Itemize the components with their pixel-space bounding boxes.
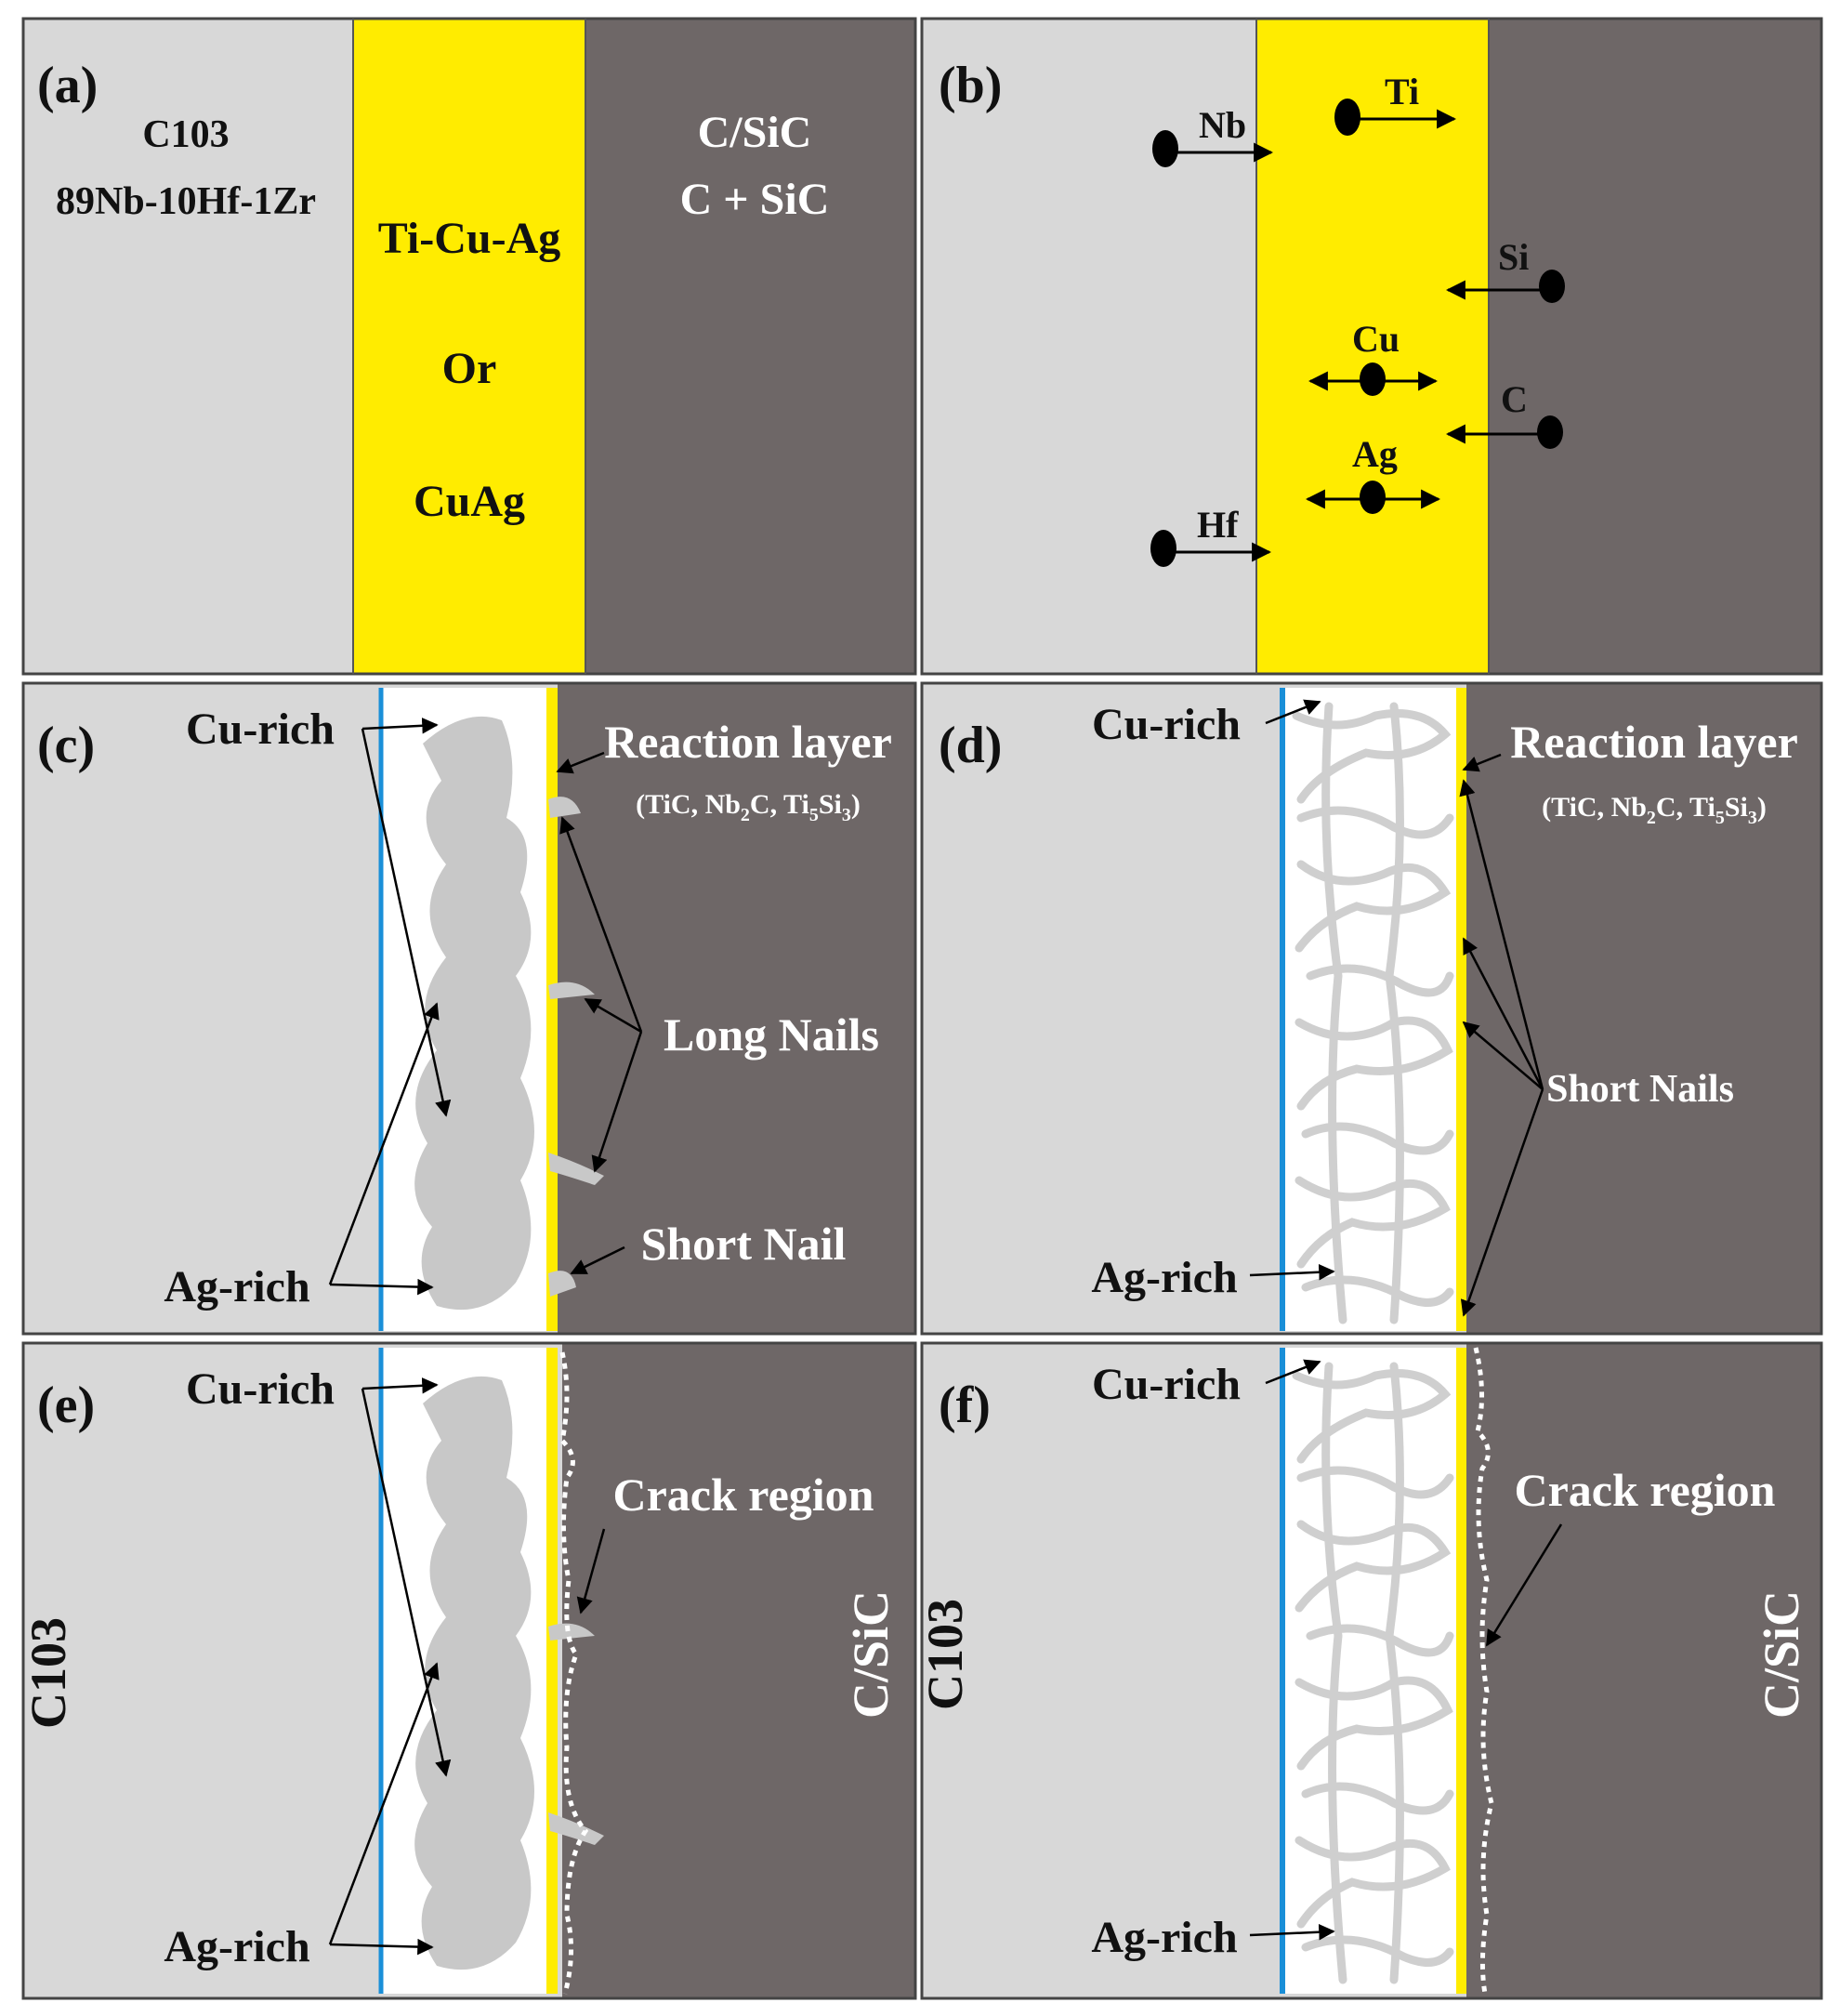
cu-rich-label: Cu-rich	[1092, 700, 1241, 749]
crack-line	[1473, 1347, 1494, 1995]
panel-f: (f) Cu-rich Ag-rich Crack region C103 C/…	[917, 1341, 1823, 2000]
element-ti-label: Ti	[1385, 71, 1419, 112]
ag-rich-label: Ag-rich	[164, 1262, 309, 1311]
diffusion-nb: Nb	[1152, 104, 1274, 167]
c103-side-label: C103	[917, 1599, 973, 1710]
short-nails-label: Short Nails	[1546, 1068, 1734, 1111]
c103-region	[922, 19, 1256, 674]
composite-region	[1489, 19, 1821, 674]
c103-side-label: C103	[20, 1617, 76, 1729]
element-hf-label: Hf	[1197, 504, 1239, 546]
short-nail-label: Short Nail	[641, 1218, 847, 1270]
panel-c-tag: (c)	[37, 717, 95, 774]
element-nb-label: Nb	[1199, 104, 1246, 146]
composite-composition: C + SiC	[680, 175, 830, 224]
filler-cuag: CuAg	[414, 477, 525, 526]
long-nails-label: Long Nails	[664, 1008, 879, 1061]
fine-network-phase	[1292, 1362, 1454, 1984]
filler-region	[353, 19, 585, 674]
si-atom-icon	[1539, 270, 1565, 303]
panel-b: (b) Nb Ti Si Cu C	[920, 17, 1823, 676]
element-si-label: Si	[1498, 236, 1529, 278]
panel-d-frame	[920, 681, 1823, 1336]
composite-region	[585, 19, 915, 674]
diffusion-cu: Cu	[1308, 318, 1439, 396]
filler-or: Or	[442, 344, 497, 393]
cu-atom-icon	[1360, 362, 1386, 396]
reaction-layer	[546, 688, 558, 1331]
ag-rich-label: Ag-rich	[164, 1922, 309, 1971]
diffusion-hf: Hf	[1150, 504, 1272, 567]
cu-rich-label: Cu-rich	[186, 1364, 335, 1414]
c-atom-icon	[1537, 415, 1563, 449]
ti-atom-icon	[1334, 99, 1360, 136]
crack-region-label: Crack region	[1515, 1464, 1776, 1516]
panel-a: (a) C103 89Nb-10Hf-1Zr Ti-Cu-Ag Or CuAg …	[21, 17, 917, 676]
panel-d-tag: (d)	[939, 717, 1002, 774]
panel-e-tag: (e)	[37, 1377, 95, 1434]
panel-d: (d) Cu-rich Ag-rich Reaction layer (TiC,…	[920, 681, 1823, 1336]
nb-atom-icon	[1152, 130, 1178, 167]
diffusion-ti: Ti	[1334, 71, 1457, 136]
crack-line	[559, 1351, 589, 1995]
filler-ticuag: Ti-Cu-Ag	[378, 214, 560, 263]
hf-atom-icon	[1150, 530, 1176, 567]
diffusion-ag: Ag	[1305, 433, 1441, 514]
reaction-phases-label: (TiC, Nb2C, Ti5Si3)	[636, 789, 861, 825]
fine-network-phase	[1292, 702, 1454, 1324]
panel-e-frame	[21, 1341, 917, 2000]
element-ag-label: Ag	[1352, 433, 1398, 475]
c103-region	[23, 19, 353, 674]
panel-e: (e) Cu-rich Ag-rich Crack region C103 C/…	[20, 1341, 917, 2000]
crack-region-label: Crack region	[613, 1469, 874, 1521]
cu-rich-phase	[414, 1376, 604, 1970]
reaction-layer	[1456, 688, 1466, 1331]
composite-region	[1466, 683, 1821, 1334]
element-c-label: C	[1501, 378, 1528, 420]
cu-rich-label: Cu-rich	[186, 705, 335, 754]
composite-region	[1466, 1343, 1821, 1998]
panel-b-tag: (b)	[939, 57, 1002, 114]
reaction-layer-label: Reaction layer	[1510, 716, 1798, 768]
reaction-layer-label: Reaction layer	[604, 716, 892, 768]
csic-side-label: C/SiC	[843, 1590, 899, 1719]
element-cu-label: Cu	[1352, 318, 1400, 360]
csic-side-label: C/SiC	[1754, 1590, 1809, 1719]
panel-a-frame	[21, 17, 917, 676]
panel-b-frame	[920, 17, 1823, 676]
panel-a-tag: (a)	[37, 57, 98, 114]
composite-region	[562, 1343, 915, 1998]
interlayer-region	[1281, 688, 1459, 1331]
c103-name: C103	[142, 113, 229, 156]
panel-c-frame	[21, 681, 917, 1336]
composite-region	[558, 683, 915, 1334]
ag-atom-icon	[1360, 481, 1386, 514]
panel-c: (c) Cu-rich Ag-rich Reaction layer (TiC,…	[21, 681, 917, 1336]
c103-composition: 89Nb-10Hf-1Zr	[56, 180, 316, 223]
reaction-layer	[1456, 1348, 1466, 1994]
interlayer-region	[1281, 1348, 1459, 1994]
reaction-layer	[546, 1348, 558, 1994]
ag-rich-label: Ag-rich	[1091, 1253, 1237, 1302]
composite-name: C/SiC	[698, 108, 812, 157]
ag-rich-label: Ag-rich	[1091, 1913, 1237, 1962]
cu-rich-phase	[414, 716, 604, 1311]
reaction-phases-label: (TiC, Nb2C, Ti5Si3)	[1542, 792, 1767, 828]
diffusion-c: C	[1445, 378, 1563, 449]
diffusion-si: Si	[1445, 236, 1565, 303]
cu-rich-label: Cu-rich	[1092, 1360, 1241, 1409]
panel-f-tag: (f)	[939, 1377, 991, 1434]
panel-f-frame	[920, 1341, 1823, 2000]
